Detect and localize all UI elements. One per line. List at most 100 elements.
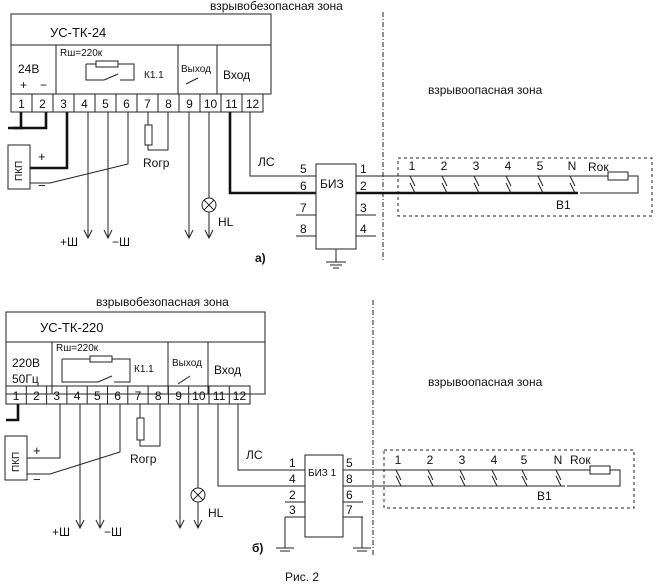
a-pkp-minus: −	[38, 178, 46, 193]
detector-switch	[491, 469, 498, 481]
detector-label: 3	[473, 159, 480, 173]
b-hl-label: HL	[208, 506, 224, 520]
terminal-6: 6	[123, 97, 130, 111]
detector-switch	[537, 175, 544, 187]
a-rok-label: Rок	[588, 160, 609, 174]
terminal-3: 3	[53, 389, 60, 403]
detector-label: 4	[491, 453, 498, 467]
biz-pin-5: 5	[346, 456, 353, 470]
biz-pin-4: 4	[289, 472, 296, 486]
a-pkp-label: ПКП	[14, 161, 25, 181]
b-pkp-minus: −	[33, 472, 41, 487]
a-power-minus: −	[40, 78, 47, 92]
biz-pin-3: 3	[360, 201, 367, 215]
b-input-label: Вход	[214, 363, 241, 377]
diagram-a: взрывобезопасная зона взрывоопасная зона…	[7, 0, 653, 269]
detector-label: 5	[537, 159, 544, 173]
b-relay-contact	[97, 375, 113, 383]
b-rogr-label: Rогр	[130, 452, 157, 466]
a-ls-label: ЛС	[258, 155, 275, 169]
a-biz-label: БИЗ	[320, 177, 344, 191]
terminal-6: 6	[114, 389, 121, 403]
b-output-label: Выход	[172, 358, 202, 369]
terminal-11: 11	[225, 97, 238, 111]
a-relay-contact	[103, 73, 119, 81]
b-minus-sh: −Ш	[104, 525, 122, 539]
terminal-1: 1	[18, 97, 25, 111]
a-hl-label: HL	[218, 215, 234, 229]
a-resistor-label: Rш=220к	[60, 48, 103, 59]
biz-pin-2: 2	[360, 179, 367, 193]
terminal-5: 5	[102, 97, 109, 111]
a-safe-zone-label: взрывобезопасная зона	[210, 0, 343, 13]
terminal-12: 12	[246, 97, 260, 111]
terminal-7: 7	[144, 97, 151, 111]
biz-pin-3: 3	[289, 503, 296, 517]
terminal-12: 12	[233, 389, 247, 403]
detector-switch	[521, 469, 528, 481]
detector-label: 5	[521, 453, 528, 467]
detector-switch	[569, 175, 576, 187]
a-b1-label: B1	[556, 198, 571, 212]
biz-pin-1: 1	[360, 162, 367, 176]
detector-label: 1	[409, 159, 416, 173]
biz-pin-5: 5	[300, 162, 307, 176]
a-output-label: Выход	[181, 64, 211, 75]
b-device-box	[5, 311, 266, 395]
b-rok-label: Rок	[570, 453, 591, 467]
b-power-label-1: 220В	[12, 356, 40, 370]
terminal-2: 2	[33, 389, 40, 403]
detector-label: 1	[395, 453, 402, 467]
a-plus-sh: +Ш	[60, 235, 78, 249]
detector-label: 2	[427, 453, 434, 467]
b-ls-label: ЛС	[246, 448, 263, 462]
b-panel-label: б)	[252, 541, 263, 555]
terminal-7: 7	[135, 389, 142, 403]
a-detector-loop	[397, 157, 653, 217]
terminal-4: 4	[74, 389, 81, 403]
biz-pin-8: 8	[300, 222, 307, 236]
b-safe-zone-label: взрывобезопасная зона	[96, 295, 229, 309]
detector-label: 4	[505, 159, 512, 173]
terminal-9: 9	[175, 389, 182, 403]
detector-switch	[441, 175, 448, 187]
detector-label: 2	[441, 159, 448, 173]
b-pkp-plus: +	[33, 443, 41, 458]
detector-label: 3	[459, 453, 466, 467]
b-hazard-zone-label: взрывоопасная зона	[428, 375, 543, 389]
b-relay-label: К1.1	[134, 364, 154, 375]
a-device-name: УС-ТК-24	[50, 25, 106, 40]
biz-pin-6: 6	[300, 179, 307, 193]
detector-switch	[409, 175, 416, 187]
b-plus-sh: +Ш	[52, 525, 70, 539]
b-b1-label: B1	[537, 489, 552, 503]
biz-pin-2: 2	[289, 488, 296, 502]
detector-label: N	[554, 453, 563, 467]
detector-switch	[473, 175, 480, 187]
a-rogr-label: Rогр	[143, 156, 170, 170]
biz-pin-4: 4	[360, 222, 367, 236]
b-resistor-label: Rш=220к	[56, 343, 99, 354]
detector-switch	[505, 175, 512, 187]
detector-switch	[427, 469, 434, 481]
detector-switch	[555, 469, 562, 481]
terminal-10: 10	[204, 97, 218, 111]
a-panel-label: а)	[255, 251, 266, 265]
terminal-4: 4	[81, 97, 88, 111]
a-pkp-plus: +	[38, 149, 46, 164]
terminal-1: 1	[13, 389, 20, 403]
biz-pin-6: 6	[346, 488, 353, 502]
a-rok-resistor	[607, 171, 629, 181]
biz-pin-7: 7	[346, 503, 353, 517]
b-biz-label: БИЗ 1	[308, 468, 337, 479]
a-power-plus: +	[20, 78, 27, 92]
terminal-10: 10	[192, 389, 206, 403]
a-power-label: 24В	[18, 62, 39, 76]
b-detector-loop	[383, 449, 635, 509]
terminal-2: 2	[39, 97, 46, 111]
detector-switch	[395, 469, 402, 481]
terminal-3: 3	[60, 97, 67, 111]
biz-pin-8: 8	[346, 472, 353, 486]
a-shunt-resistor	[95, 60, 119, 68]
